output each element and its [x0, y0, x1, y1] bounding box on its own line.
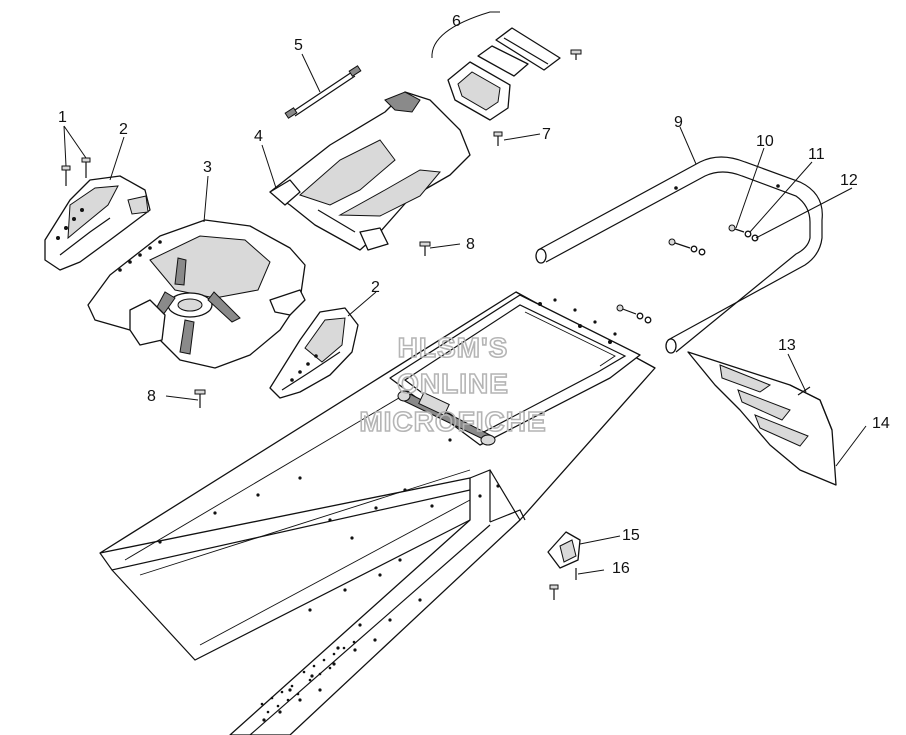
bolt-set-upper: [728, 224, 759, 242]
storage-tray-part-4: [269, 91, 471, 251]
rivet-part-8-left: [194, 389, 206, 408]
screw-part-13: [797, 386, 811, 396]
bracket-part-15: [547, 531, 581, 569]
callout-1: 1: [58, 109, 67, 126]
side-panel-part-2-left: [44, 175, 151, 271]
seat-base-frame: [389, 294, 641, 446]
watermark-line-1: HLSM'S: [398, 332, 509, 363]
callout-2-left: 2: [119, 121, 128, 138]
watermark-line-3: MICROFICHE: [359, 406, 546, 437]
screw-part-7: [493, 131, 503, 146]
callout-10: 10: [756, 133, 774, 150]
rear-cowl-part-3: [87, 219, 306, 369]
callout-6: 6: [452, 13, 461, 30]
callout-5: 5: [294, 37, 303, 54]
tunnel-vent-holes: [260, 640, 356, 714]
callout-14: 14: [872, 415, 890, 432]
screw-part-16: [549, 568, 577, 600]
tunnel-rivets: [158, 298, 617, 722]
callout-labels: 1 2 3 4 5 6 7 8 8 2 9 10 11 12 13 14 15 …: [58, 13, 890, 577]
callout-3: 3: [203, 159, 212, 176]
callout-12: 12: [840, 172, 858, 189]
callout-8-right: 8: [466, 236, 475, 253]
callout-16: 16: [612, 560, 630, 577]
leader-lines: [63, 11, 867, 575]
callout-11: 11: [808, 146, 825, 163]
callout-15: 15: [622, 527, 640, 544]
callout-2-right: 2: [371, 279, 380, 296]
screw-part-1: [61, 157, 91, 186]
rivet-part-8-right: [419, 241, 431, 256]
callout-7: 7: [542, 126, 551, 143]
taillight-part-6: [447, 27, 582, 121]
hardware-parts-10-12: [616, 224, 759, 324]
strap-part-5: [284, 65, 362, 119]
side-panel-part-2-right: [269, 307, 359, 399]
callout-13: 13: [778, 337, 796, 354]
bolt-set-lower: [616, 304, 652, 324]
snow-flap-part-14: [687, 351, 837, 486]
grab-bar-part-9: [535, 156, 823, 354]
bolt-set-middle: [668, 238, 706, 256]
callout-8-left: 8: [147, 388, 156, 405]
callout-9: 9: [674, 114, 683, 131]
callout-4: 4: [254, 128, 263, 145]
watermark-line-2: ONLINE: [397, 368, 509, 399]
watermark: HLSM'S ONLINE MICROFICHE: [359, 331, 547, 438]
